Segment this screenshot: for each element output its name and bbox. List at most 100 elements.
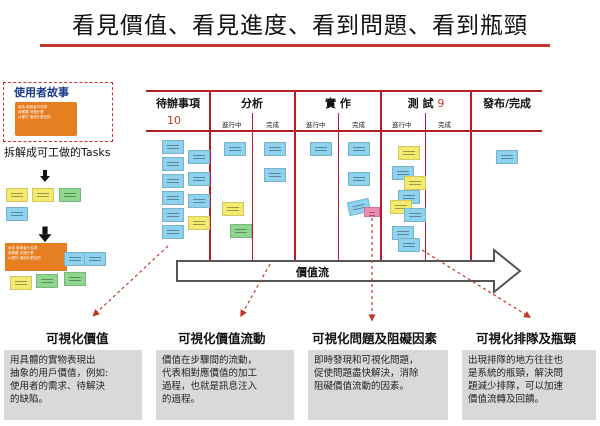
sub-column-divider (338, 113, 339, 260)
board-header-line (146, 130, 542, 132)
task-note (310, 142, 332, 156)
user-story-card: 身為 使用者代名詞 我需要 可做什麼 以便於 達成什麼目的 (15, 102, 77, 136)
column-release: 發布/完成 (472, 95, 542, 111)
column-divider (209, 90, 211, 260)
caption-line: 的缺陷。 (10, 394, 49, 405)
column-label: 待辦事項 (156, 97, 200, 110)
user-story-box (3, 82, 113, 142)
task-note (84, 252, 106, 266)
caption-title: 可視化排隊及瓶頸 (476, 331, 577, 346)
task-note (162, 140, 184, 154)
caption-title: 可視化問題及阻礙因素 (312, 331, 438, 346)
caption-box: 即時發現和可視化問題， 促使問題盡快解決，消除 阻礙價值流動的因素。 (308, 350, 448, 420)
column-label: 分析 (241, 97, 263, 110)
sub-column-divider (252, 113, 253, 260)
value-stream-arrow (176, 248, 522, 294)
blocker-note (364, 207, 380, 217)
caption-line: 代表相對應價值的加工 (162, 368, 258, 379)
task-note (404, 176, 426, 190)
story-card-line: 身為 使用者代名詞 (8, 246, 38, 250)
story-card-line: 以便於 達成什麼目的 (8, 256, 41, 260)
caption-line: 即時發現和可視化問題， (314, 355, 419, 366)
column-label: 測 試 (407, 97, 434, 110)
caption-line: 用具體的實物表現出 (10, 355, 96, 366)
column-count: 10 (167, 114, 181, 127)
caption-title: 可視化價值 (46, 331, 109, 346)
task-note (348, 172, 370, 186)
column-count: 9 (437, 97, 445, 110)
title-underline (40, 44, 550, 47)
task-note (59, 188, 81, 202)
task-note (36, 274, 58, 288)
task-note (224, 142, 246, 156)
task-note (188, 150, 210, 164)
caption-title: 可視化價值流動 (178, 331, 266, 346)
value-stream-label: 價值流 (296, 266, 329, 279)
story-card-stack: 身為 使用者代名詞 我需要 可做什麼 以便於 達成什麼目的 (5, 243, 67, 271)
task-note (6, 188, 28, 202)
connector-line (240, 263, 271, 318)
column-testing: 測 試 9 (382, 95, 470, 111)
story-card-line: 我需要 可做什麼 (8, 251, 34, 255)
task-note (188, 194, 210, 208)
analysis-done-label: 完成 (266, 121, 279, 129)
task-note (188, 216, 210, 230)
test-doing-label: 進行中 (392, 121, 412, 129)
caption-line: 出現排隊的地方往往也 (468, 355, 564, 366)
story-card-line: 以便於 達成什麼目的 (18, 115, 51, 119)
column-divider (294, 90, 296, 260)
caption-line: 是系統的瓶頸，解決問 (468, 368, 564, 379)
breakdown-label: 拆解成可工做的Tasks (4, 146, 111, 159)
task-note (162, 225, 184, 239)
impl-done-label: 完成 (352, 121, 365, 129)
caption-line: 抽象的用戶價值，例如: (10, 368, 109, 379)
task-note (222, 202, 244, 216)
task-note (348, 142, 370, 156)
column-divider (470, 90, 472, 260)
task-note (162, 191, 184, 205)
test-done-label: 完成 (438, 121, 451, 129)
task-note (188, 172, 210, 186)
task-note (264, 142, 286, 156)
task-note (162, 174, 184, 188)
task-note (404, 208, 426, 222)
caption-line: 價值在步驟間的流動， (162, 355, 258, 366)
caption-line: 價值流轉及回饋。 (468, 394, 545, 405)
caption-box: 出現排隊的地方往往也 是系統的瓶頸，解決問 題減少排隊，可以加速 價值流轉及回饋… (462, 350, 596, 420)
task-note (162, 157, 184, 171)
column-implementation: 實 作 (296, 95, 380, 111)
caption-box: 用具體的實物表現出 抽象的用戶價值，例如: 使用者的需求、待解決 的缺陷。 (4, 350, 142, 420)
task-note (264, 168, 286, 182)
task-note (496, 150, 518, 164)
task-note (32, 188, 54, 202)
caption-line: 促使問題盡快解決，消除 (314, 368, 419, 379)
story-card-line: 我需要 可做什麼 (18, 110, 44, 114)
column-label: 實 作 (325, 97, 351, 110)
task-note (230, 224, 252, 238)
column-backlog: 待辦事項 (148, 95, 208, 111)
task-note (398, 238, 420, 252)
task-note (64, 272, 86, 286)
task-note (10, 276, 32, 290)
connector-line (421, 249, 532, 318)
analysis-doing-label: 進行中 (222, 121, 242, 129)
page-title: 看見價值、看見進度、看到問題、看到瓶頸 (72, 13, 528, 39)
caption-box: 價值在步驟間的流動， 代表相對應價值的加工 過程，也就是訊息注入 的過程。 (156, 350, 294, 420)
task-note (162, 208, 184, 222)
column-divider (380, 90, 382, 260)
task-note (6, 207, 28, 221)
column-analysis: 分析 (211, 95, 293, 111)
task-note (398, 146, 420, 160)
impl-doing-label: 進行中 (306, 121, 326, 129)
down-arrow-icon (40, 170, 50, 182)
story-card-line: 身為 使用者代名詞 (18, 105, 48, 109)
caption-line: 題減少排隊，可以加速 (468, 381, 564, 392)
column-label: 發布/完成 (482, 97, 532, 110)
caption-line: 過程，也就是訊息注入 (162, 381, 258, 392)
board-top-line (146, 90, 542, 92)
caption-line: 阻礙價值流動的因素。 (314, 381, 410, 392)
caption-line: 使用者的需求、待解決 (10, 381, 106, 392)
connector-line (92, 245, 169, 317)
caption-line: 的過程。 (162, 394, 201, 405)
